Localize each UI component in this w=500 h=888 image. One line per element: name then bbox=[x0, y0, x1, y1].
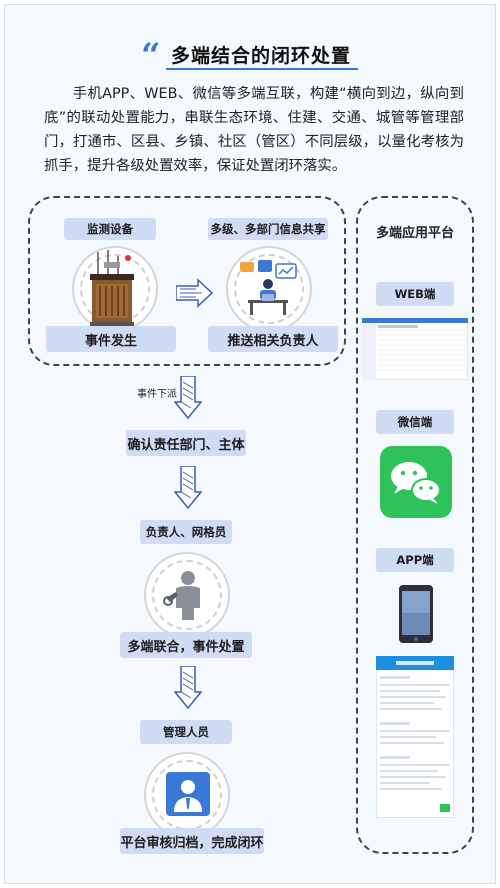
monitor-station-icon bbox=[90, 250, 134, 326]
admin-icon bbox=[166, 772, 210, 816]
page-title: 多端结合的闭环处置 bbox=[171, 44, 352, 67]
wechat-label: 微信端 bbox=[376, 410, 454, 434]
platform-title: 多端应用平台 bbox=[375, 226, 454, 241]
worker-icon bbox=[163, 571, 200, 620]
handle-label: 多端联合，事件处置 bbox=[120, 632, 252, 658]
phone-icon bbox=[399, 585, 433, 643]
dispatch-label: 事件下派 bbox=[137, 389, 177, 400]
web-screenshot-icon bbox=[362, 318, 468, 380]
confirm-label: 确认责任部门、主体 bbox=[126, 430, 246, 456]
info-share-icon bbox=[240, 260, 297, 315]
share-label: 多级、多部门信息共享 bbox=[208, 218, 328, 240]
intro-text: 手机APP、WEB、微信等多端互联，构建“横向到边，纵向到底”的联动处置能力，串… bbox=[44, 86, 464, 174]
title-block: “ 多端结合的闭环处置 bbox=[141, 36, 359, 76]
wechat-icon bbox=[380, 446, 452, 518]
arrow-down-icon bbox=[174, 376, 202, 420]
monitor-circle bbox=[72, 246, 158, 332]
web-label: WEB端 bbox=[376, 282, 454, 306]
close-label: 平台审核归档，完成闭环 bbox=[120, 828, 264, 854]
monitor-label: 监测设备 bbox=[64, 218, 156, 240]
quote-icon: “ bbox=[141, 36, 161, 76]
app-screenshot-icon bbox=[376, 656, 454, 818]
arrow-down-icon bbox=[174, 666, 202, 710]
arrow-down-icon bbox=[174, 466, 202, 510]
double-arrow-right-icon bbox=[176, 278, 214, 308]
owner-label: 负责人、网格员 bbox=[140, 520, 232, 544]
event-occur-box bbox=[28, 196, 346, 366]
title-underline bbox=[166, 68, 358, 70]
platform-box bbox=[356, 196, 474, 854]
app-label: APP端 bbox=[376, 548, 454, 572]
push-label: 推送相关负责人 bbox=[208, 326, 338, 352]
admin-label: 管理人员 bbox=[140, 720, 232, 744]
event-occur-label: 事件发生 bbox=[46, 326, 176, 352]
